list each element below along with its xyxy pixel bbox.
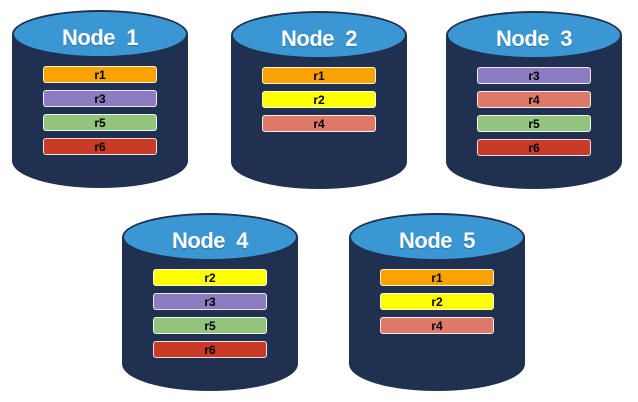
- replica-bar-r1: r1: [380, 269, 494, 286]
- db-node: Node 2 r1 r2 r4: [231, 11, 407, 189]
- replica-list: r1 r2 r4: [349, 269, 525, 334]
- replica-bar-r2: r2: [380, 293, 494, 310]
- db-node: Node 3 r3 r4 r5 r6: [446, 11, 622, 189]
- cylinder-top: Node 1: [12, 10, 188, 58]
- replica-bar-r1: r1: [262, 67, 376, 84]
- db-node: Node 4 r2 r3 r5 r6: [122, 213, 298, 391]
- replica-bar-r5: r5: [43, 114, 157, 131]
- cylinder-top: Node 4: [122, 213, 298, 261]
- replica-bar-r3: r3: [477, 67, 591, 84]
- replica-list: r1 r3 r5 r6: [12, 66, 188, 155]
- db-node: Node 1 r1 r3 r5 r6: [12, 10, 188, 188]
- node-title: Node 3: [496, 25, 572, 51]
- cylinder-top: Node 5: [349, 213, 525, 261]
- node-title: Node 4: [172, 227, 248, 253]
- replica-bar-r2: r2: [153, 269, 267, 286]
- replica-bar-r6: r6: [43, 138, 157, 155]
- replica-bar-r4: r4: [262, 115, 376, 132]
- replica-bar-r1: r1: [43, 66, 157, 83]
- node-title: Node 2: [281, 25, 357, 51]
- cylinder-body: [231, 35, 407, 189]
- cylinder-body: [12, 34, 188, 188]
- replica-bar-r2: r2: [262, 91, 376, 108]
- node-title: Node 1: [62, 24, 138, 50]
- node-title: Node 5: [399, 227, 475, 253]
- db-node: Node 5 r1 r2 r4: [349, 213, 525, 391]
- replica-bar-r3: r3: [43, 90, 157, 107]
- cylinder-body: [446, 35, 622, 189]
- replica-list: r3 r4 r5 r6: [446, 67, 622, 156]
- replica-bar-r5: r5: [477, 115, 591, 132]
- replica-list: r2 r3 r5 r6: [122, 269, 298, 358]
- cylinder-top: Node 2: [231, 11, 407, 59]
- replica-bar-r6: r6: [477, 139, 591, 156]
- replica-bar-r5: r5: [153, 317, 267, 334]
- replica-bar-r4: r4: [380, 317, 494, 334]
- replica-bar-r3: r3: [153, 293, 267, 310]
- cylinder-body: [122, 237, 298, 391]
- cylinder-body: [349, 237, 525, 391]
- replica-bar-r6: r6: [153, 341, 267, 358]
- replica-list: r1 r2 r4: [231, 67, 407, 132]
- replica-bar-r4: r4: [477, 91, 591, 108]
- cylinder-top: Node 3: [446, 11, 622, 59]
